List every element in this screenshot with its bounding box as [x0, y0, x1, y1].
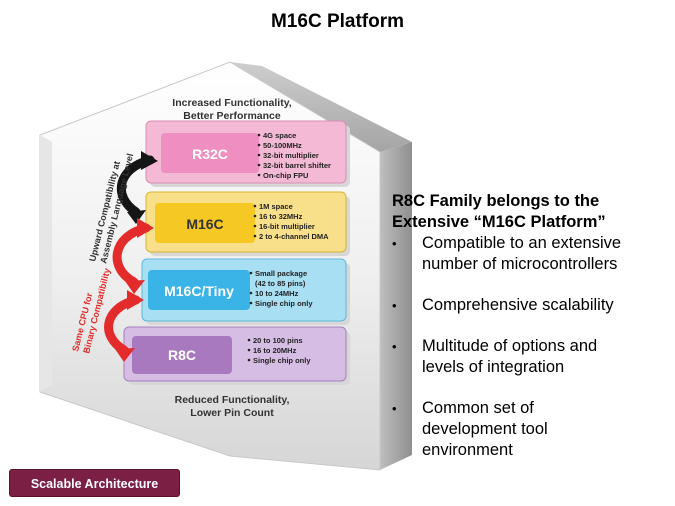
- section-heading: R8C Family belongs to the Extensive “M16…: [392, 191, 672, 233]
- tier-r8c: [123, 326, 350, 385]
- spec-r32c-3: 32-bit multiplier: [263, 151, 319, 160]
- black-cycle-arrow: [116, 151, 158, 224]
- list-item: • Multitude of options and levels of int…: [392, 337, 598, 376]
- spec-r32c-5: On-chip FPU: [263, 171, 308, 180]
- spec-tiny-3: 10 to 24MHz: [255, 289, 299, 298]
- scalable-architecture-button[interactable]: Scalable Architecture: [9, 469, 180, 497]
- spec-r8c-1: 20 to 100 pins: [253, 336, 303, 345]
- page-title: M16C Platform: [270, 11, 405, 32]
- heading-line-2: Extensive “M16C Platform”: [392, 213, 606, 231]
- spec-r32c-1: 4G space: [263, 131, 296, 140]
- top-label-2: Better Performance: [183, 110, 281, 122]
- spec-tiny-4: Single chip only: [255, 299, 313, 308]
- bullet-dot-icon: •: [392, 339, 397, 354]
- bullet-dot-icon: •: [392, 236, 397, 251]
- list-item: • Common set of development tool environ…: [392, 399, 548, 459]
- tier-name-r32c: R32C: [192, 146, 228, 162]
- spec-m16c-2: 16 to 32MHz: [259, 212, 303, 221]
- spec-r8c-2: 16 to 20MHz: [253, 346, 297, 355]
- spec-r32c-4: 32-bit barrel shifter: [263, 161, 331, 170]
- tier-name-m16c: M16C: [186, 216, 223, 232]
- spec-tiny-2: (42 to 85 pins): [255, 279, 306, 288]
- spec-m16c-4: 2 to 4-channel DMA: [259, 232, 329, 241]
- spec-r32c-2: 50-100MHz: [263, 141, 302, 150]
- spec-tiny-1: Small package: [255, 269, 307, 278]
- bullet-dot-icon: •: [392, 401, 397, 416]
- bottom-label-2: Lower Pin Count: [190, 407, 274, 419]
- list-item: • Compatible to an extensive number of m…: [392, 234, 622, 273]
- right-text-block: R8C Family belongs to the Extensive “M16…: [392, 191, 672, 481]
- tier-m16c: [145, 191, 350, 256]
- bullet-dot-icon: •: [392, 298, 397, 313]
- spec-m16c-3: 16-bit multiplier: [259, 222, 315, 231]
- heading-line-1: R8C Family belongs to the: [392, 192, 600, 210]
- tier-name-r8c: R8C: [168, 347, 196, 363]
- bottom-label-1: Reduced Functionality,: [175, 394, 290, 406]
- spec-r8c-3: Single chip only: [253, 356, 311, 365]
- red-cycle-arrow-upper: [112, 218, 154, 294]
- list-item: • Comprehensive scalability: [392, 296, 614, 314]
- red-cycle-arrow-lower: [104, 290, 144, 362]
- tier-name-m16c-tiny: M16C/Tiny: [164, 283, 234, 299]
- tier-r32c: [145, 120, 350, 187]
- tier-m16c-tiny: [141, 258, 350, 325]
- top-label-1: Increased Functionality,: [172, 97, 291, 109]
- bullet-list: • Compatible to an extensive number of m…: [392, 233, 672, 461]
- spec-m16c-1: 1M space: [259, 202, 293, 211]
